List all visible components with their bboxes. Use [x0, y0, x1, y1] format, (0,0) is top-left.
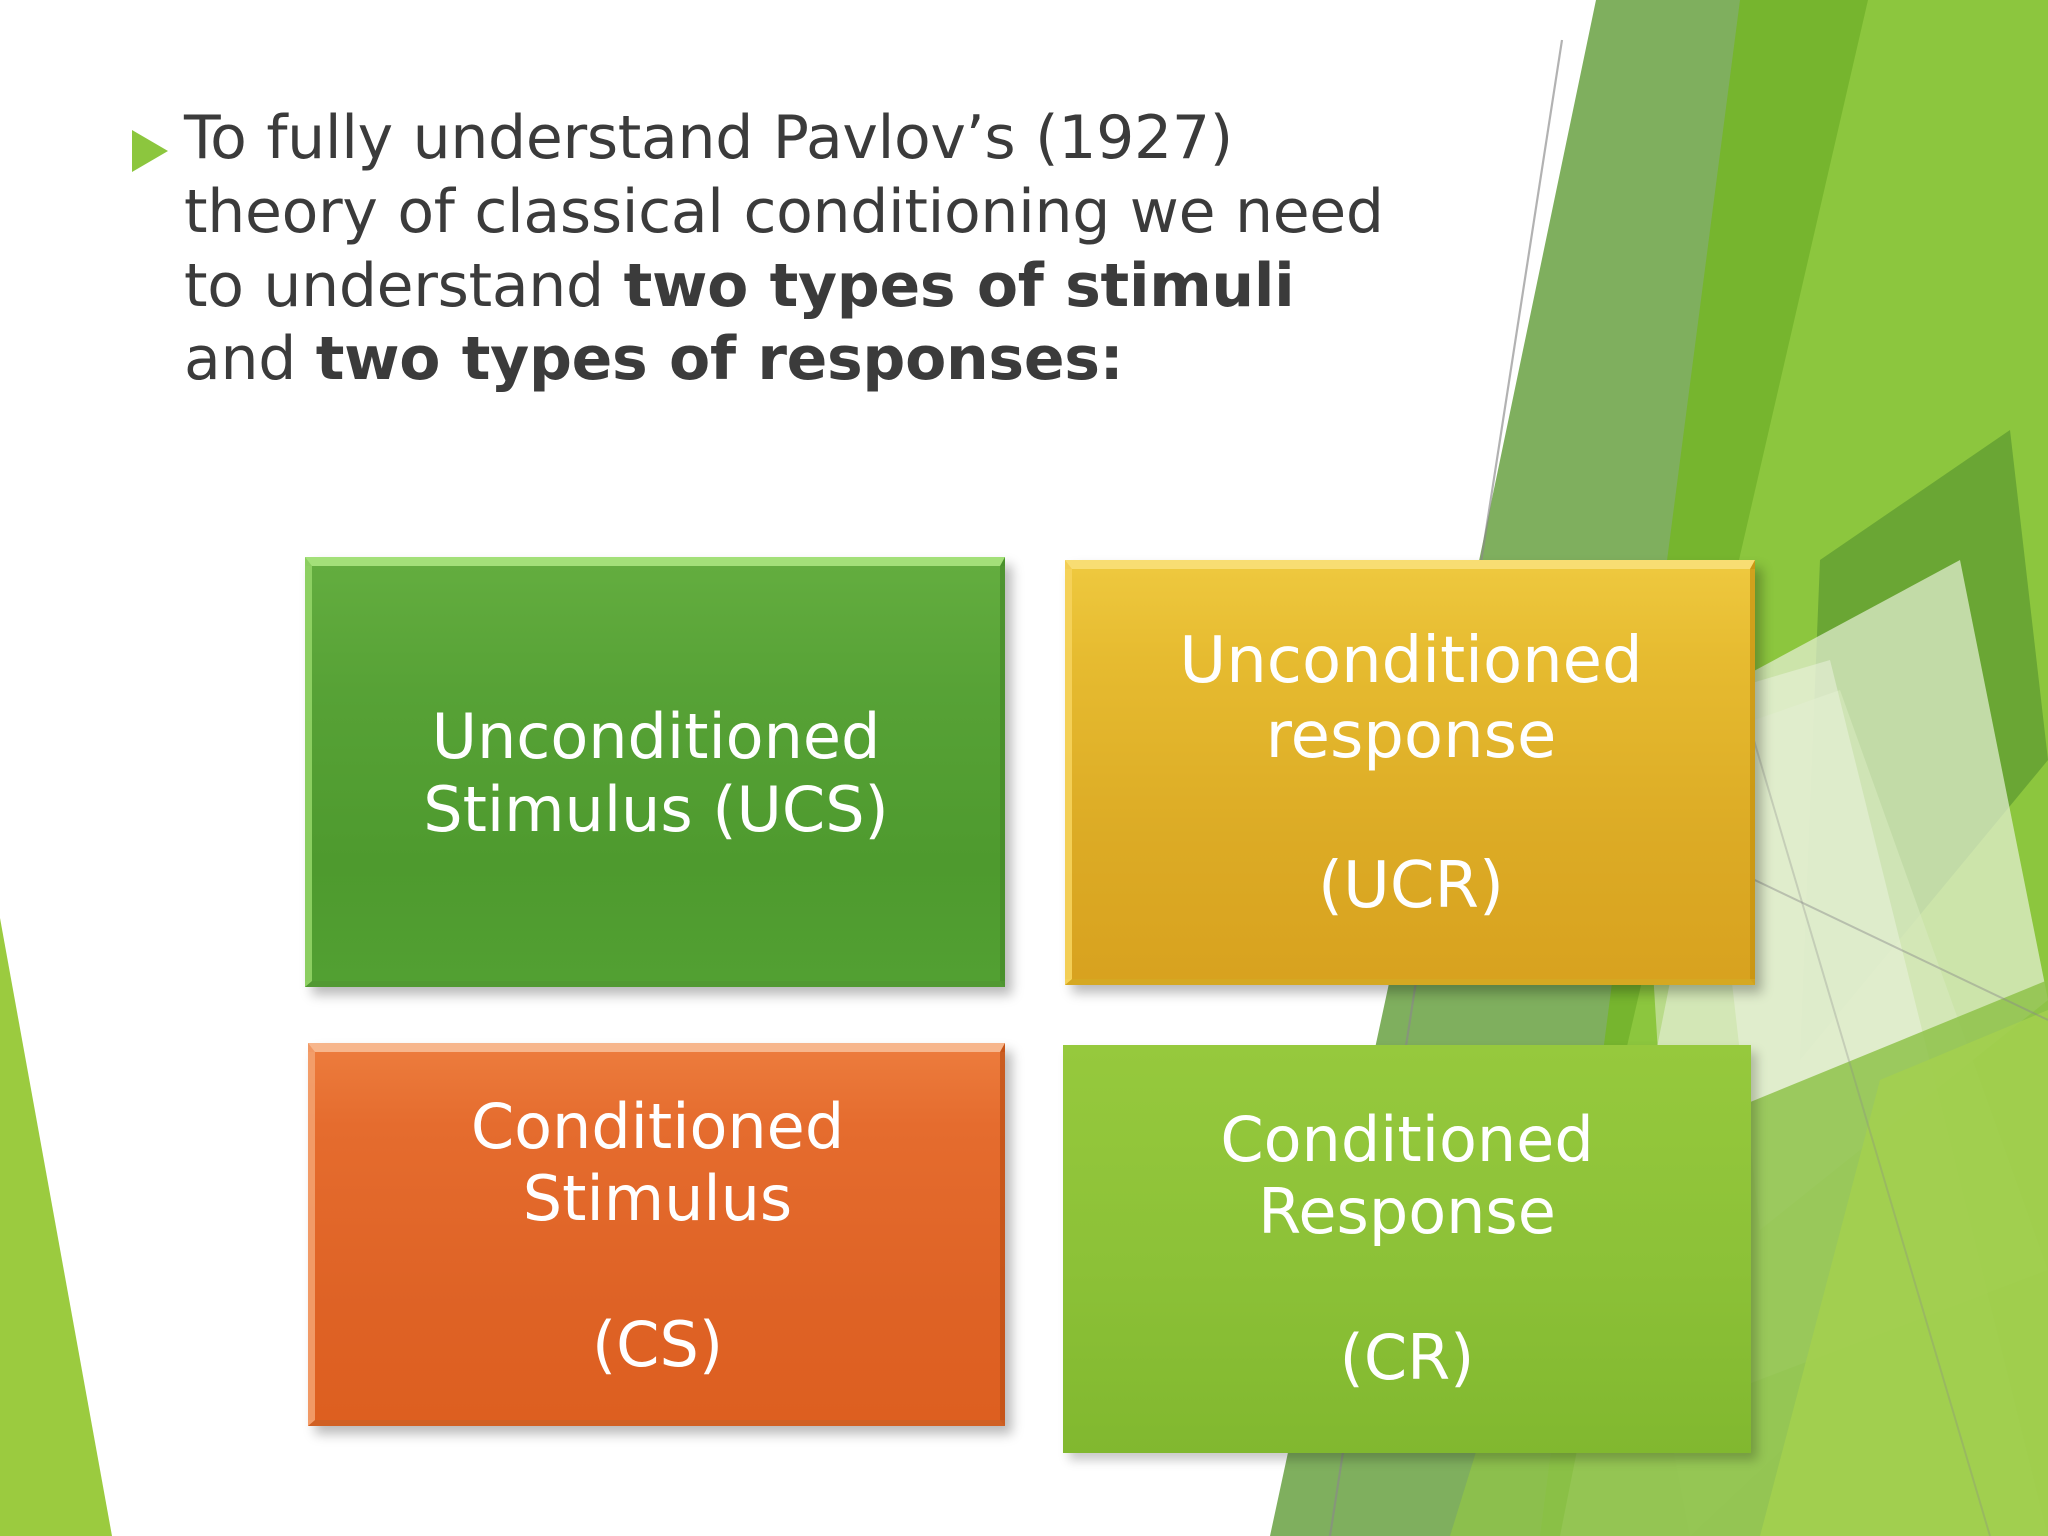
concept-box-unconditioned-stimulus[interactable]: Unconditioned Stimulus (UCS) — [305, 557, 1005, 987]
paragraph-segment-1: To fully understand Pavlov’s (1927) theo… — [184, 103, 1384, 321]
deco-lower-bright — [1760, 1010, 2048, 1536]
paragraph-segment-4-bold: two types of responses: — [315, 324, 1124, 395]
bullet-row: To fully understand Pavlov’s (1927) theo… — [128, 102, 1418, 397]
paragraph-text: To fully understand Pavlov’s (1927) theo… — [184, 102, 1418, 397]
paragraph-segment-3: and — [184, 324, 316, 395]
concept-box-conditioned-stimulus[interactable]: Conditioned Stimulus (CS) — [308, 1043, 1005, 1426]
deco-dark-green-shard — [1800, 430, 2048, 1060]
concept-box-conditioned-response[interactable]: Conditioned Response (CR) — [1063, 1045, 1751, 1453]
concept-box-unconditioned-response[interactable]: Unconditioned response (UCR) — [1065, 560, 1755, 985]
paragraph-segment-2-bold: two types of stimuli — [623, 250, 1295, 321]
deco-left-wedge — [0, 918, 112, 1536]
triangle-right-bullet-icon — [128, 102, 174, 174]
deco-hairline-3 — [1741, 699, 1991, 1536]
slide-body-text: To fully understand Pavlov’s (1927) theo… — [128, 102, 1418, 397]
